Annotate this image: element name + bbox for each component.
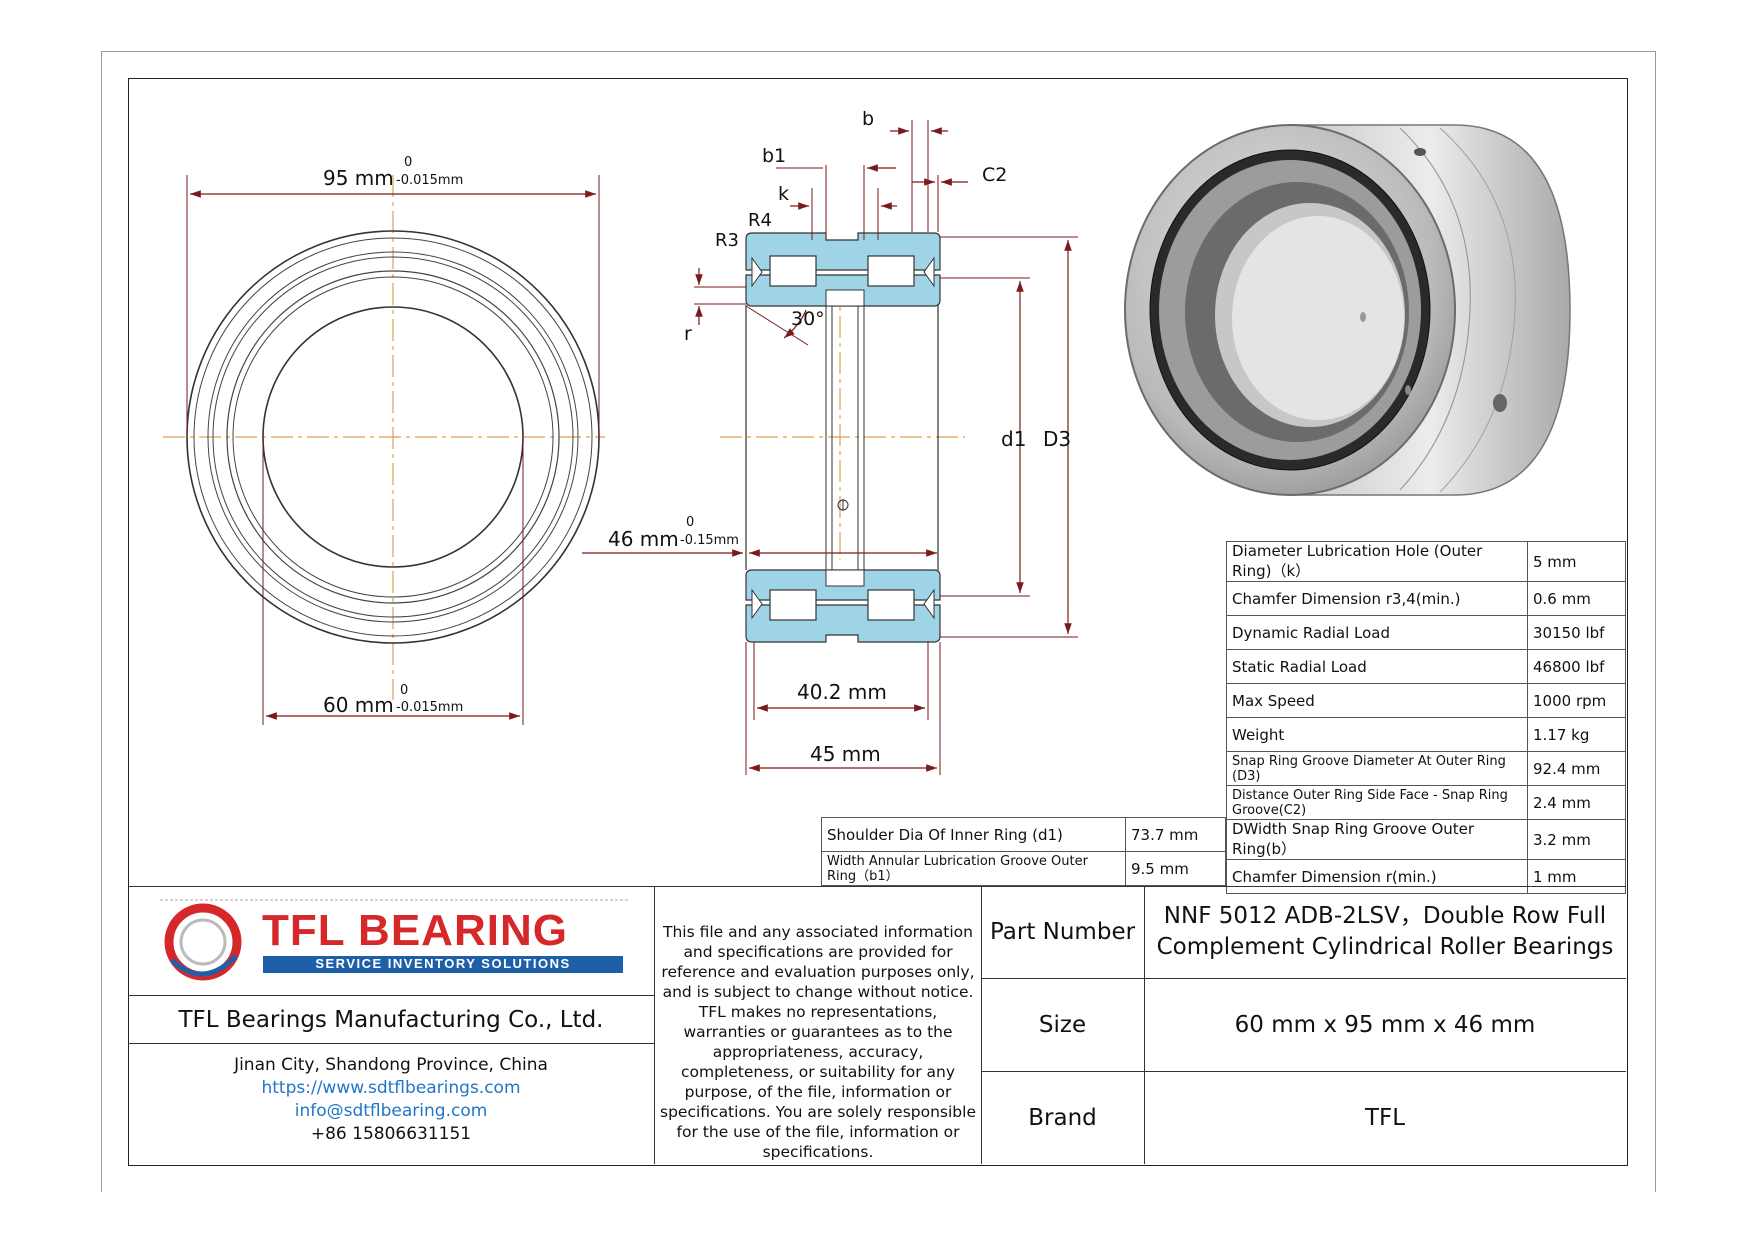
label-b: b xyxy=(862,108,875,130)
label-r4: R4 xyxy=(748,210,772,231)
front-view xyxy=(163,175,605,725)
contact-block: Jinan City, Shandong Province, China htt… xyxy=(128,1054,654,1146)
spec-row: Chamfer Dimension r3,4(min.)0.6 mm xyxy=(1226,581,1626,616)
spec-value: 9.5 mm xyxy=(1125,851,1226,886)
logo-text: TFL BEARING xyxy=(262,906,568,955)
sheet-outer-border xyxy=(101,51,1656,1192)
spec-row: Diameter Lubrication Hole (Outer Ring)（k… xyxy=(1226,541,1626,582)
outer-diameter-tol-upper: 0 xyxy=(404,155,413,170)
bearing-3d-render xyxy=(1124,124,1571,496)
size-label: Size xyxy=(1038,1011,1087,1038)
part-number-value: NNF 5012 ADB-2LSV，Double Row Full Comple… xyxy=(1156,903,1614,960)
label-r3: R3 xyxy=(715,230,739,251)
company-name: TFL Bearings Manufacturing Co., Ltd. xyxy=(178,1006,604,1033)
spec-name: DWidth Snap Ring Groove Outer Ring(b） xyxy=(1226,819,1528,860)
inner-diameter-tol-lower: -0.015mm xyxy=(396,700,464,715)
spec-value: 0.6 mm xyxy=(1527,581,1626,616)
address: Jinan City, Shandong Province, China xyxy=(234,1055,548,1075)
spec-table-left: Shoulder Dia Of Inner Ring (d1)73.7 mm W… xyxy=(821,817,1226,886)
outer-diameter-label: 95 mm xyxy=(323,166,394,190)
inner-diameter-tol-upper: 0 xyxy=(400,683,409,698)
spec-value: 2.4 mm xyxy=(1527,785,1626,820)
spec-name: Diameter Lubrication Hole (Outer Ring)（k… xyxy=(1226,541,1528,582)
spec-value: 92.4 mm xyxy=(1527,751,1626,786)
spec-row: Chamfer Dimension r(min.)1 mm xyxy=(1226,859,1626,894)
tfl-logo xyxy=(160,899,630,981)
width-tol-upper: 0 xyxy=(686,515,695,530)
technical-drawing xyxy=(163,120,1571,775)
label-angle: 30° xyxy=(791,308,825,330)
spec-name: Chamfer Dimension r3,4(min.) xyxy=(1226,581,1528,616)
inner-width-label: 40.2 mm xyxy=(797,680,887,704)
spec-name: Snap Ring Groove Diameter At Outer Ring … xyxy=(1226,751,1528,786)
phone: +86 15806631151 xyxy=(310,1124,472,1144)
outer-width-label: 45 mm xyxy=(810,742,881,766)
disclaimer: This file and any associated information… xyxy=(660,923,976,1161)
spec-value: 3.2 mm xyxy=(1527,819,1626,860)
spec-value: 30150 lbf xyxy=(1527,615,1626,650)
width-label: 46 mm xyxy=(608,527,679,551)
spec-value: 5 mm xyxy=(1527,541,1626,582)
spec-value: 1.17 kg xyxy=(1527,717,1626,752)
spec-value: 1 mm xyxy=(1527,859,1626,894)
title-block-top-border xyxy=(128,886,1626,887)
brand-label: Brand xyxy=(1028,1104,1097,1131)
upper-ring-section xyxy=(745,232,941,307)
spec-name: Weight xyxy=(1226,717,1528,752)
spec-value: 1000 rpm xyxy=(1527,683,1626,718)
spec-row: Snap Ring Groove Diameter At Outer Ring … xyxy=(1226,751,1626,786)
spec-row: Width Annular Lubrication Groove Outer R… xyxy=(821,851,1226,886)
spec-name: Static Radial Load xyxy=(1226,649,1528,684)
label-r: r xyxy=(684,323,692,345)
spec-name: Chamfer Dimension r(min.) xyxy=(1226,859,1528,894)
label-b1: b1 xyxy=(762,145,787,167)
spec-value: 73.7 mm xyxy=(1125,817,1226,852)
size-value: 60 mm x 95 mm x 46 mm xyxy=(1234,1011,1536,1038)
label-c2: C2 xyxy=(982,164,1008,186)
logo-tagline: SERVICE INVENTORY SOLUTIONS xyxy=(315,956,571,971)
section-view xyxy=(582,120,1078,775)
spec-name: Distance Outer Ring Side Face - Snap Rin… xyxy=(1226,785,1528,820)
spec-name: Shoulder Dia Of Inner Ring (d1) xyxy=(821,817,1126,852)
lower-ring-section xyxy=(745,569,941,643)
width-tol-lower: -0.15mm xyxy=(680,533,739,548)
spec-table-right: Diameter Lubrication Hole (Outer Ring)（k… xyxy=(1226,541,1626,894)
brand-value: TFL xyxy=(1364,1104,1406,1131)
website-link[interactable]: https://www.sdtflbearings.com xyxy=(261,1078,521,1098)
label-k: k xyxy=(778,183,790,205)
drawing-frame xyxy=(128,78,1628,1166)
spec-row: DWidth Snap Ring Groove Outer Ring(b）3.2… xyxy=(1226,819,1626,860)
email-link[interactable]: info@sdtflbearing.com xyxy=(294,1101,488,1121)
spec-row: Distance Outer Ring Side Face - Snap Rin… xyxy=(1226,785,1626,820)
spec-name: Dynamic Radial Load xyxy=(1226,615,1528,650)
part-number-label: Part Number xyxy=(989,919,1136,945)
spec-name: Width Annular Lubrication Groove Outer R… xyxy=(821,851,1126,886)
inner-diameter-label: 60 mm xyxy=(323,693,394,717)
spec-value: 46800 lbf xyxy=(1527,649,1626,684)
spec-name: Max Speed xyxy=(1226,683,1528,718)
outer-diameter-tol-lower: -0.015mm xyxy=(396,173,464,188)
spec-row: Shoulder Dia Of Inner Ring (d1)73.7 mm xyxy=(821,817,1226,852)
label-d3: D3 xyxy=(1043,427,1072,451)
label-d1: d1 xyxy=(1001,427,1027,451)
